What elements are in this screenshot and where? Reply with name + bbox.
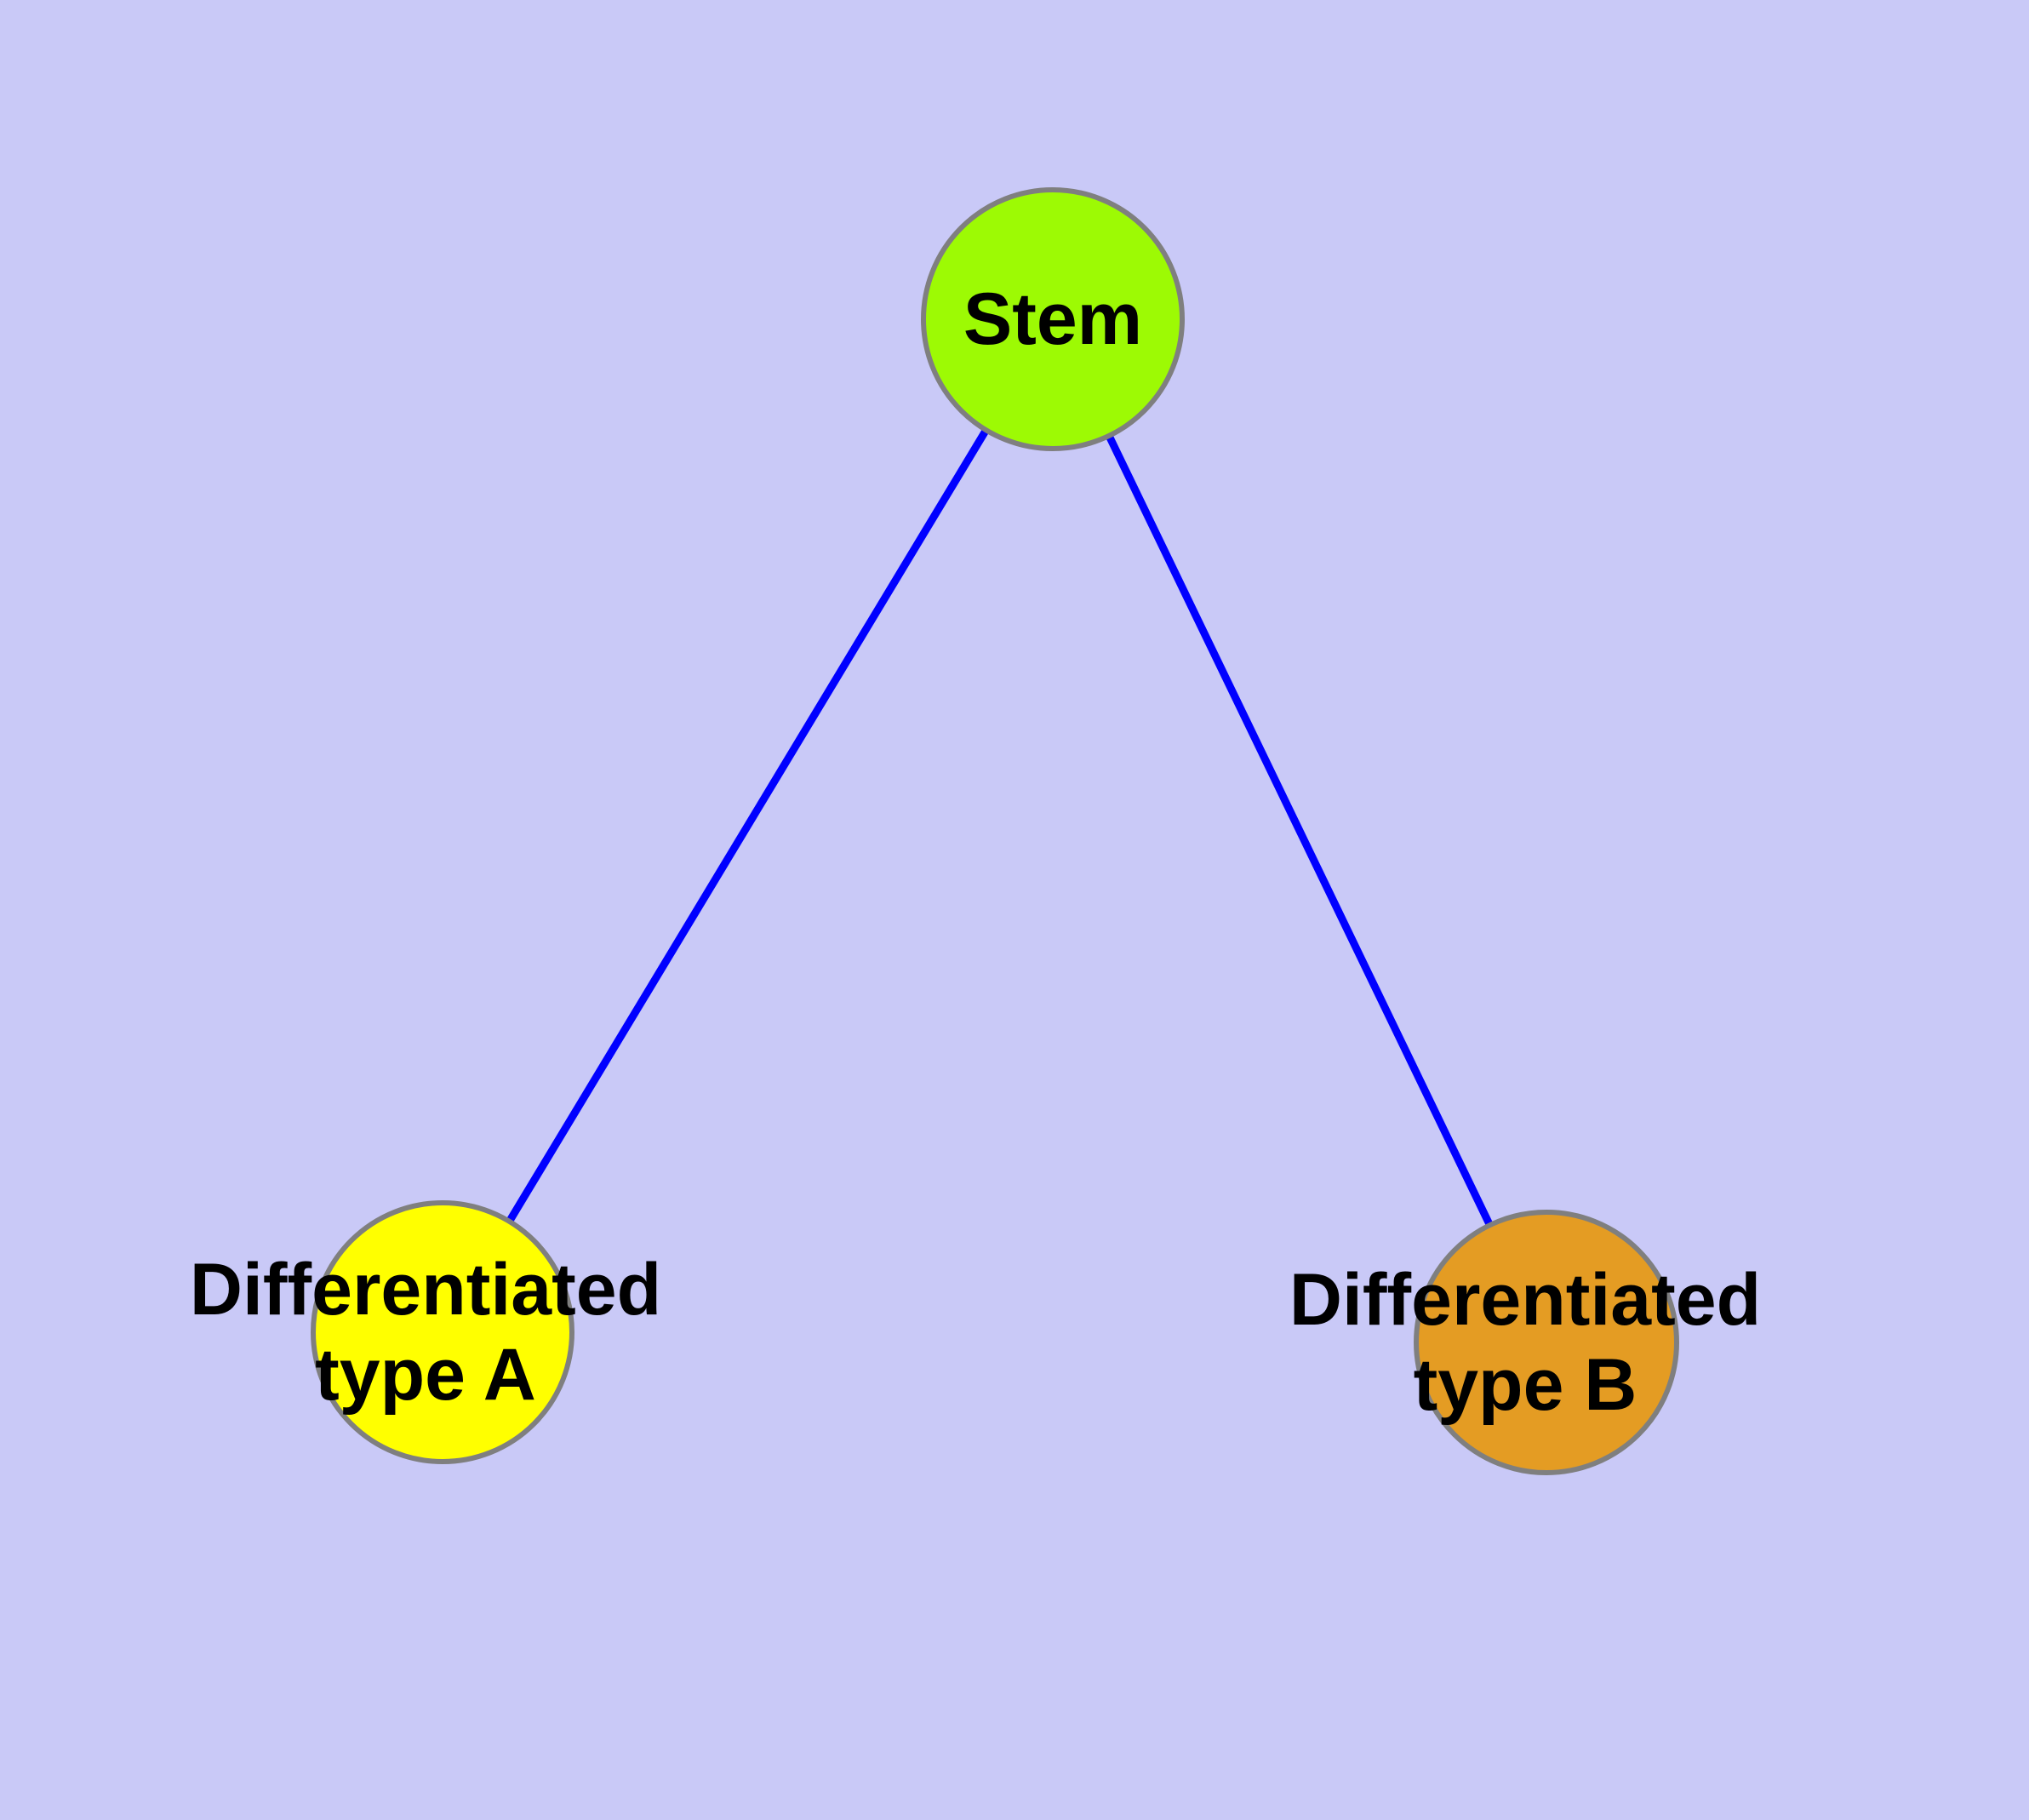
node-circle-diff_a[interactable] xyxy=(311,1200,574,1464)
node-label-stem: Stem xyxy=(963,278,1142,360)
node-label-line: Differentiated xyxy=(1289,1259,1761,1341)
edge-stem-to-diff-b[interactable] xyxy=(1049,318,1551,1344)
node-diff_b[interactable] xyxy=(1414,1210,1679,1475)
edges-group xyxy=(439,317,1551,1344)
node-diff_a[interactable] xyxy=(311,1200,574,1464)
node-label-line: Differentiated xyxy=(190,1249,661,1331)
node-label-line: type A xyxy=(315,1334,536,1416)
node-label-line: type B xyxy=(1414,1344,1637,1426)
node-stem[interactable] xyxy=(921,187,1185,451)
edge-stem-to-diff-a[interactable] xyxy=(439,317,1056,1335)
node-label-line: Stem xyxy=(963,278,1142,360)
node-circle-stem[interactable] xyxy=(921,187,1185,451)
node-circle-diff_b[interactable] xyxy=(1414,1210,1679,1475)
